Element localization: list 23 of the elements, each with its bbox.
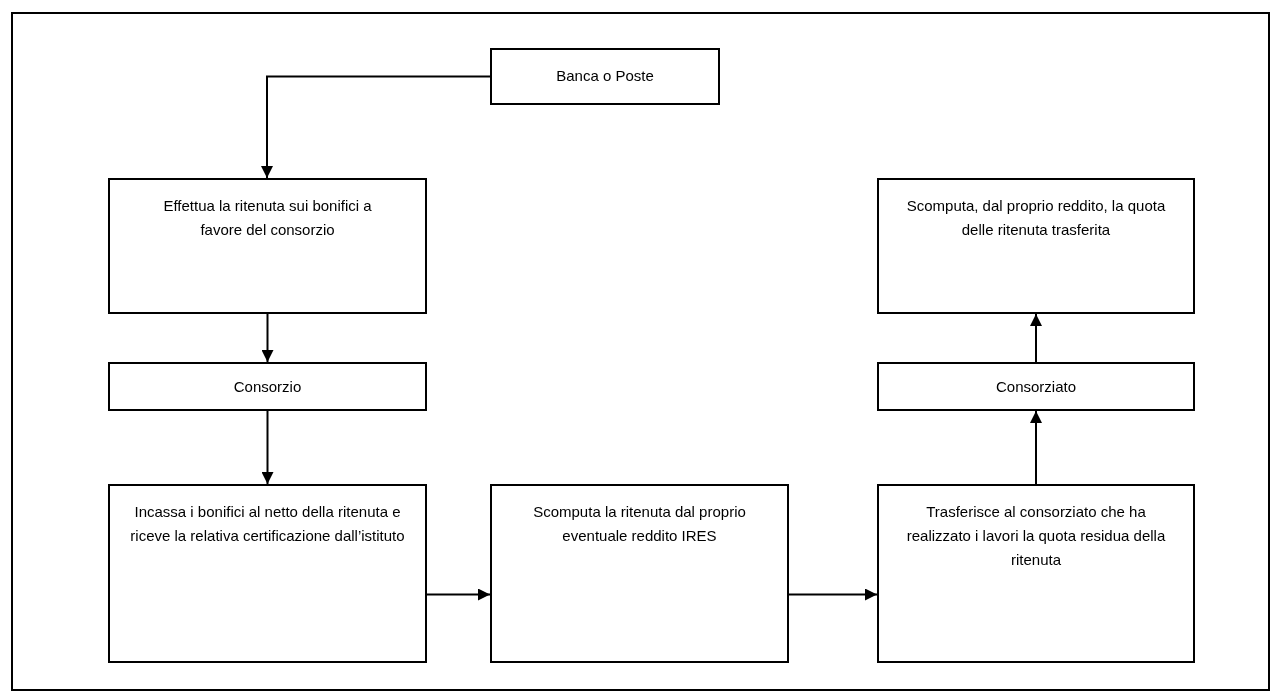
arrow xyxy=(1030,410,1042,485)
box-text: Effettua la ritenuta sui bonifici a favore del consorzio xyxy=(162,196,373,240)
arrow xyxy=(261,410,274,485)
process-box xyxy=(877,362,1195,411)
box-text: Scomputa, dal proprio reddito, la quota delle ritenuta trasferita xyxy=(905,196,1167,240)
arrow xyxy=(788,588,878,601)
process-box xyxy=(108,484,427,663)
box-text: Consorziato xyxy=(995,377,1076,397)
arrow xyxy=(426,588,491,601)
box-text: Scomputa la ritenuta dal proprio eventuale reddito IRES xyxy=(532,502,747,546)
process-box xyxy=(490,48,720,105)
box-text: Trasferisce al consorziato che ha realizzato i lavori la quota residua della ritenuta xyxy=(905,502,1167,570)
arrow xyxy=(1030,313,1042,363)
process-box xyxy=(108,178,427,314)
process-box xyxy=(490,484,789,663)
arrow xyxy=(261,313,274,363)
process-box xyxy=(108,362,427,411)
box-text: Banca o Poste xyxy=(556,66,654,86)
box-text: Consorzio xyxy=(233,377,302,397)
process-box xyxy=(877,484,1195,663)
box-text: Incassa i bonifici al netto della ritenuta e riceve la relativa certificazione dall’istituto xyxy=(129,502,406,546)
arrow xyxy=(261,75,491,179)
process-box xyxy=(877,178,1195,314)
